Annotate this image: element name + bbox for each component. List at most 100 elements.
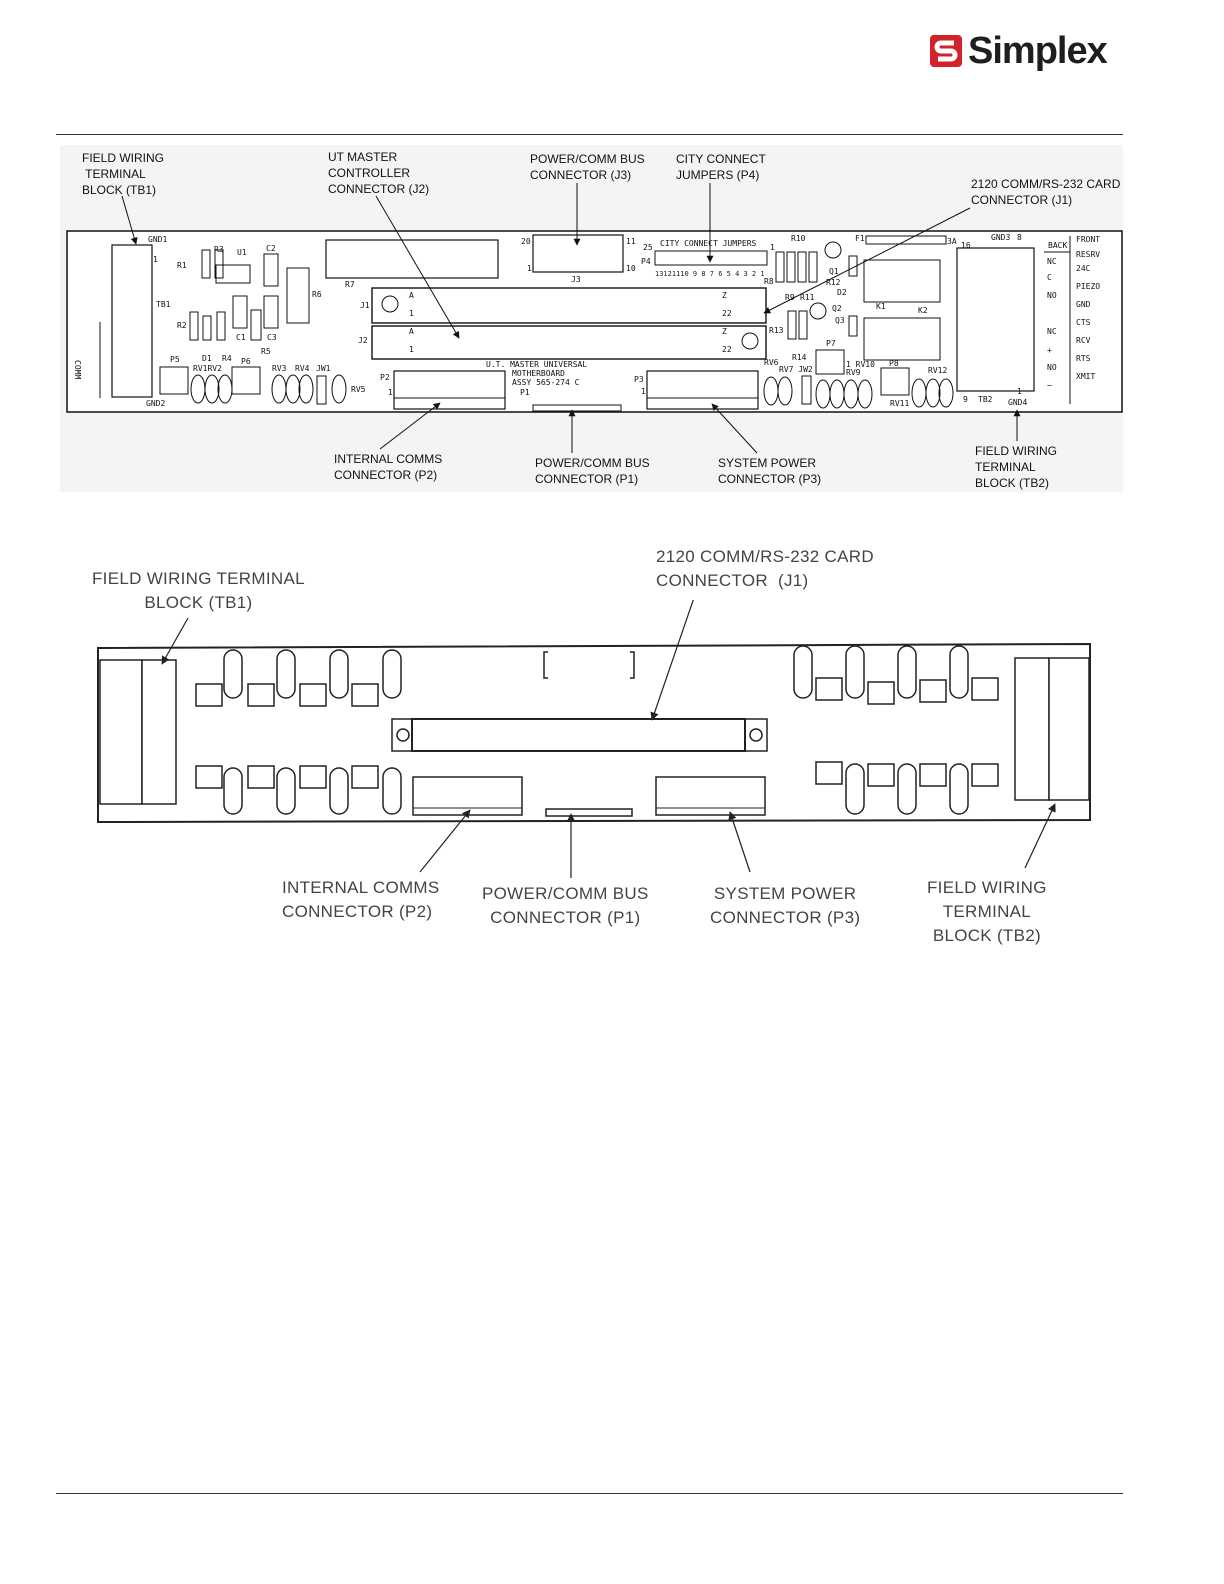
svg-text:NC: NC (1047, 257, 1057, 266)
svg-text:F1: F1 (855, 234, 865, 243)
svg-text:R4: R4 (222, 354, 232, 363)
silk-right-label: FRONT (1076, 235, 1100, 244)
silk-right-label: RESRV (1076, 250, 1100, 259)
svg-text:1 RV10: 1 RV10 (846, 360, 875, 369)
label-p2: INTERNAL COMMS CONNECTOR (P2) (334, 452, 443, 482)
svg-text:R9: R9 (785, 293, 795, 302)
svg-text:K2: K2 (918, 306, 928, 315)
svg-text:1: 1 (1017, 387, 1022, 396)
svg-text:GND4: GND4 (1008, 398, 1027, 407)
svg-text:C: C (1047, 273, 1052, 282)
svg-text:RV7 JW2: RV7 JW2 (779, 365, 813, 374)
svg-text:8: 8 (1017, 233, 1022, 242)
svg-text:1: 1 (409, 345, 414, 354)
svg-text:1: 1 (409, 309, 414, 318)
silk-right-label: 24C (1076, 264, 1091, 273)
svg-text:R13: R13 (769, 326, 784, 335)
label-j2: UT MASTER CONTROLLER CONNECTOR (J2) (328, 150, 430, 196)
svg-text:C3: C3 (267, 333, 277, 342)
simplex-logo: Simplex (930, 29, 1108, 72)
svg-text:R5: R5 (261, 347, 271, 356)
label-p1: POWER/COMM BUS CONNECTOR (P1) (535, 456, 650, 486)
simplex-logo-icon (930, 35, 962, 67)
svg-text:22: 22 (722, 345, 732, 354)
svg-text:RV1RV2: RV1RV2 (193, 364, 222, 373)
label2-j1: 2120 COMM/RS-232 CARD CONNECTOR (J1) (656, 547, 874, 590)
svg-text:Z: Z (722, 291, 727, 300)
svg-text:R12: R12 (826, 278, 841, 287)
svg-text:TB1: TB1 (156, 300, 171, 309)
label2-p2: INTERNAL COMMS CONNECTOR (P2) (282, 878, 440, 921)
p4-jumpers (654, 250, 768, 266)
svg-text:COMM: COMM (73, 360, 82, 379)
svg-text:D1: D1 (202, 354, 212, 363)
svg-text:R1: R1 (177, 261, 187, 270)
svg-text:C2: C2 (266, 244, 276, 253)
brand-name: Simplex (968, 29, 1108, 72)
p1-connector-2 (545, 808, 633, 817)
silk-board-title-2: MOTHERBOARD (512, 369, 565, 378)
silk-board-title-3: ASSY 565-274 C (512, 378, 580, 387)
svg-text:P6: P6 (241, 357, 251, 366)
svg-text:D2: D2 (837, 288, 847, 297)
j2-connector (371, 325, 767, 360)
silk-right-label: PIEZO (1076, 282, 1100, 291)
svg-text:1: 1 (388, 388, 393, 397)
svg-text:−: − (1047, 381, 1052, 390)
svg-text:22: 22 (722, 309, 732, 318)
svg-text:RV3: RV3 (272, 364, 287, 373)
svg-text:11: 11 (626, 237, 636, 246)
svg-text:GND1: GND1 (148, 235, 167, 244)
p2-connector-2 (412, 776, 523, 816)
label2-p3: SYSTEM POWER CONNECTOR (P3) (710, 884, 861, 927)
j3-connector (532, 234, 624, 273)
silk-right-label: GND (1076, 300, 1091, 309)
svg-text:1: 1 (770, 243, 775, 252)
svg-text:Q1: Q1 (829, 267, 839, 276)
svg-text:GND3: GND3 (991, 233, 1010, 242)
label2-p1: POWER/COMM BUS CONNECTOR (P1) (482, 884, 649, 927)
svg-text:P7: P7 (826, 339, 836, 348)
svg-text:+: + (1047, 346, 1052, 355)
p2-connector (393, 370, 506, 410)
tb2-block-2 (1014, 657, 1050, 801)
svg-text:JW1: JW1 (316, 364, 331, 373)
silk-right-label: CTS (1076, 318, 1091, 327)
svg-text:R6: R6 (312, 290, 322, 299)
svg-text:J2: J2 (358, 336, 368, 345)
figure-2-board (97, 600, 1091, 878)
svg-text:A: A (409, 291, 414, 300)
svg-text:BACK: BACK (1048, 241, 1067, 250)
label2-tb1: FIELD WIRING TERMINAL BLOCK (TB1) (92, 569, 305, 612)
svg-text:A: A (409, 327, 414, 336)
svg-text:J3: J3 (571, 275, 581, 284)
silk-right-label: XMIT (1076, 372, 1095, 381)
svg-text:R8: R8 (764, 277, 774, 286)
svg-text:U1: U1 (237, 248, 247, 257)
svg-text:K1: K1 (876, 302, 886, 311)
tb1-block-2 (141, 659, 177, 805)
label-j1: 2120 COMM/RS-232 CARD CONNECTOR (J1) (971, 177, 1121, 207)
svg-text:NC: NC (1047, 327, 1057, 336)
silk-right-label: RCV (1076, 336, 1091, 345)
svg-text:3A: 3A (947, 237, 957, 246)
svg-text:R2: R2 (177, 321, 187, 330)
svg-text:R10: R10 (791, 234, 806, 243)
j1-connector (371, 287, 767, 324)
svg-text:20: 20 (521, 237, 531, 246)
svg-text:1: 1 (153, 255, 158, 264)
svg-text:P2: P2 (380, 373, 390, 382)
svg-text:10: 10 (626, 264, 636, 273)
tb1-block (111, 244, 153, 398)
label-p4: CITY CONNECT JUMPERS (P4) (676, 152, 766, 182)
svg-text:J1: J1 (360, 301, 370, 310)
svg-text:RV11: RV11 (890, 399, 909, 408)
svg-text:25: 25 (643, 243, 653, 252)
svg-text:R7: R7 (345, 280, 355, 289)
svg-text:P5: P5 (170, 355, 180, 364)
silk-jumper-numbers: 13121110 9 8 7 6 5 4 3 2 1 (655, 270, 765, 278)
svg-text:Z: Z (722, 327, 727, 336)
svg-text:RV4: RV4 (295, 364, 310, 373)
label-tb1: FIELD WIRING TERMINAL BLOCK (TB1) (82, 151, 165, 197)
